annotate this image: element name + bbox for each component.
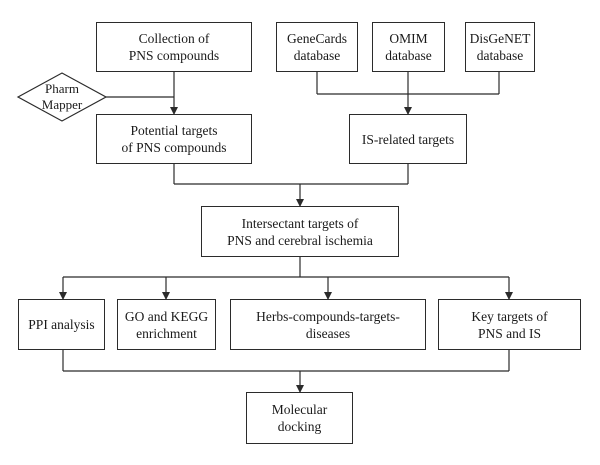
node-docking-line2: docking bbox=[277, 419, 322, 434]
node-collection-line1: Collection of bbox=[138, 31, 210, 46]
node-pharmmapper-line2: Mapper bbox=[41, 97, 83, 112]
node-potential-line2: of PNS compounds bbox=[121, 140, 227, 155]
node-isrelated-line1: IS-related targets bbox=[361, 131, 455, 147]
node-disgenet-line1: DisGeNET bbox=[469, 31, 531, 46]
node-omim-line2: database bbox=[385, 48, 432, 63]
node-potential-targets: Potential targets of PNS compounds bbox=[96, 114, 252, 164]
node-intersect-line2: PNS and cerebral ischemia bbox=[227, 232, 373, 248]
node-potential-line1: Potential targets bbox=[130, 123, 218, 138]
node-genecards: GeneCards database bbox=[276, 22, 358, 72]
node-gokegg-line2: enrichment bbox=[136, 325, 197, 341]
node-gokegg-line1: GO and KEGG bbox=[124, 308, 209, 324]
node-herbs-line1: Herbs-compounds-targets- bbox=[256, 308, 400, 324]
node-intersect-line1: Intersectant targets of bbox=[241, 215, 359, 231]
node-collection-line2: PNS compounds bbox=[128, 48, 220, 63]
node-intersectant-targets: Intersectant targets of PNS and cerebral… bbox=[201, 206, 399, 257]
node-ppi-line1: PPI analysis bbox=[28, 317, 95, 332]
node-disgenet-line2: database bbox=[476, 48, 524, 63]
node-ppi-analysis: PPI analysis bbox=[18, 299, 105, 350]
node-pharmmapper-line1: Pharm bbox=[45, 81, 79, 96]
node-omim: OMIM database bbox=[372, 22, 445, 72]
pharmmapper-diamond bbox=[16, 72, 108, 122]
node-omim-line1: OMIM bbox=[389, 31, 428, 46]
node-go-kegg: GO and KEGG enrichment bbox=[117, 299, 216, 350]
node-genecards-line2: database bbox=[293, 48, 341, 63]
node-disgenet: DisGeNET database bbox=[465, 22, 535, 72]
node-is-related-targets: IS-related targets bbox=[349, 114, 467, 164]
node-keytargets-line1: Key targets of bbox=[471, 308, 548, 324]
node-key-targets: Key targets of PNS and IS bbox=[438, 299, 581, 350]
node-herbs-compounds: Herbs-compounds-targets- diseases bbox=[230, 299, 426, 350]
node-molecular-docking: Molecular docking bbox=[246, 392, 353, 444]
node-keytargets-line2: PNS and IS bbox=[477, 325, 541, 341]
node-herbs-line2: diseases bbox=[305, 325, 351, 341]
node-pharmmapper: Pharm Mapper bbox=[22, 77, 102, 117]
node-docking-line1: Molecular bbox=[271, 402, 328, 417]
node-genecards-line1: GeneCards bbox=[287, 31, 347, 46]
node-collection: Collection of PNS compounds bbox=[96, 22, 252, 72]
